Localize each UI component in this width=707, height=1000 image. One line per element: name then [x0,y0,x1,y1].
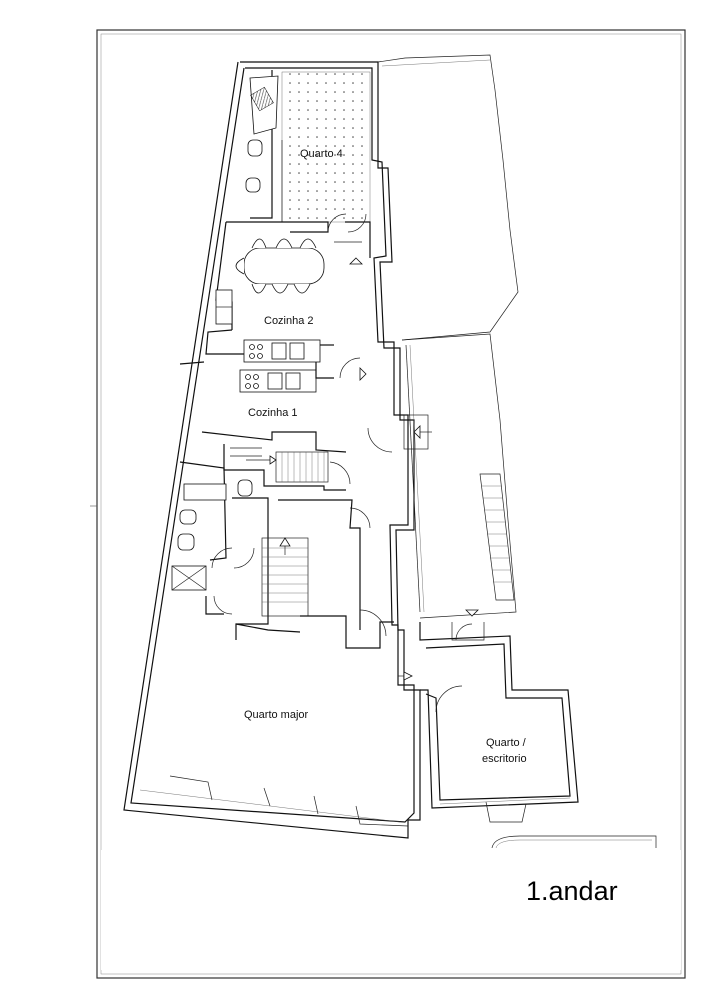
cozinha-1-walls [201,414,432,453]
room-label-cozinha-2: Cozinha 2 [264,315,314,327]
stair-central [235,499,394,649]
bidet-icon [179,509,197,525]
site-boundary [491,835,657,849]
quarto-major-windows [139,775,409,827]
bathtub-icon [183,483,227,501]
cozinha-2-fixtures [205,221,334,363]
partition-q4-c2 [226,213,371,265]
room-label-quarto-escritorio-line2: escritorio [482,753,527,765]
sink-icon [247,139,263,157]
room-label-quarto-major: Quarto major [244,709,309,721]
room-label-quarto-4: Quarto 4 [300,148,343,160]
shower-icon [250,86,274,112]
dining-table [235,238,325,294]
quarto-4-floor [282,72,370,222]
cozinha-1-fixtures [179,357,367,393]
sheet-frame [90,29,686,979]
room-label-cozinha-1: Cozinha 1 [248,407,298,419]
bathroom-left [171,461,269,640]
quarto-4-bathroom [245,70,283,222]
floor-title: 1.andar [526,876,618,906]
sink-icon-2 [177,533,195,551]
toilet-icon-2 [237,479,253,497]
annex-walls [398,609,579,823]
title-block [101,850,681,970]
toilet-icon [245,177,261,193]
room-label-quarto-escritorio-line1: Quarto / [486,737,527,749]
courtyard-outline [377,54,519,619]
building-outline [123,61,421,839]
outdoor-stair [479,473,515,601]
